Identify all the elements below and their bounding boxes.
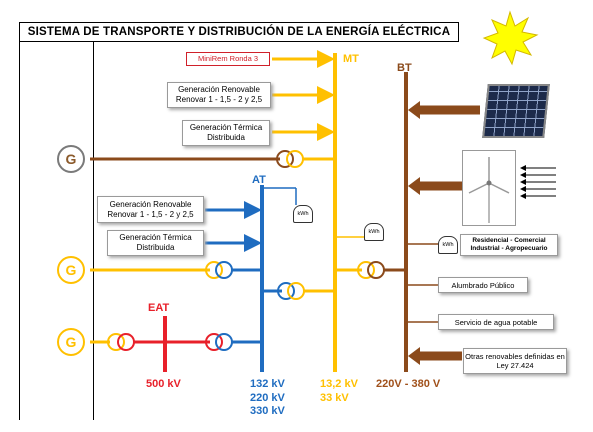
mt-thermal-source-box: Generación Térmica Distribuida <box>182 120 270 146</box>
water-service-box: Servicio de agua potable <box>438 314 554 330</box>
generator-icon: G <box>57 328 85 356</box>
eat-voltage-label: 500 kV <box>146 378 181 390</box>
transformer-icon <box>107 333 135 351</box>
page-title: SISTEMA DE TRANSPORTE Y DISTRIBUCIÓN DE … <box>19 22 459 42</box>
kwh-meter-icon: kWh <box>438 236 458 254</box>
sun-icon <box>482 10 539 66</box>
at-bus-label: AT <box>252 174 266 186</box>
mt-voltage-label: 13,2 kV 33 kV <box>320 378 358 404</box>
bt-voltage-label: 220V - 380 V <box>376 378 441 390</box>
public-lighting-box: Alumbrado Público <box>438 277 528 293</box>
at-thermal-source-box: Generación Térmica Distribuida <box>107 230 204 256</box>
kwh-meter-icon: kWh <box>293 205 313 223</box>
minirem-source-box: MiniRem Ronda 3 <box>186 52 270 66</box>
other-renewables-box: Otras renovables definidas en Ley 27.424 <box>463 348 567 374</box>
transformer-icon <box>276 150 304 168</box>
wind-turbine-icon <box>462 150 516 226</box>
mt-renewable-source-box: Generación Renovable Renovar 1 - 1,5 - 2… <box>167 82 271 108</box>
residential-consumer-box: Residencial - Comercial Industrial - Agr… <box>460 234 558 256</box>
generator-icon: G <box>57 256 85 284</box>
solar-panel-icon <box>482 84 550 138</box>
generation-frame <box>19 42 94 420</box>
bt-bus-label: BT <box>397 62 412 74</box>
eat-bus-label: EAT <box>148 302 170 314</box>
at-renewable-source-box: Generación Renovable Renovar 1 - 1,5 - 2… <box>97 196 204 223</box>
kwh-meter-icon: kWh <box>364 223 384 241</box>
generator-icon: G <box>57 145 85 173</box>
mt-bus-label: MT <box>343 53 359 65</box>
at-voltage-label: 132 kV 220 kV 330 kV <box>250 378 285 417</box>
wind-arrows <box>520 165 556 199</box>
